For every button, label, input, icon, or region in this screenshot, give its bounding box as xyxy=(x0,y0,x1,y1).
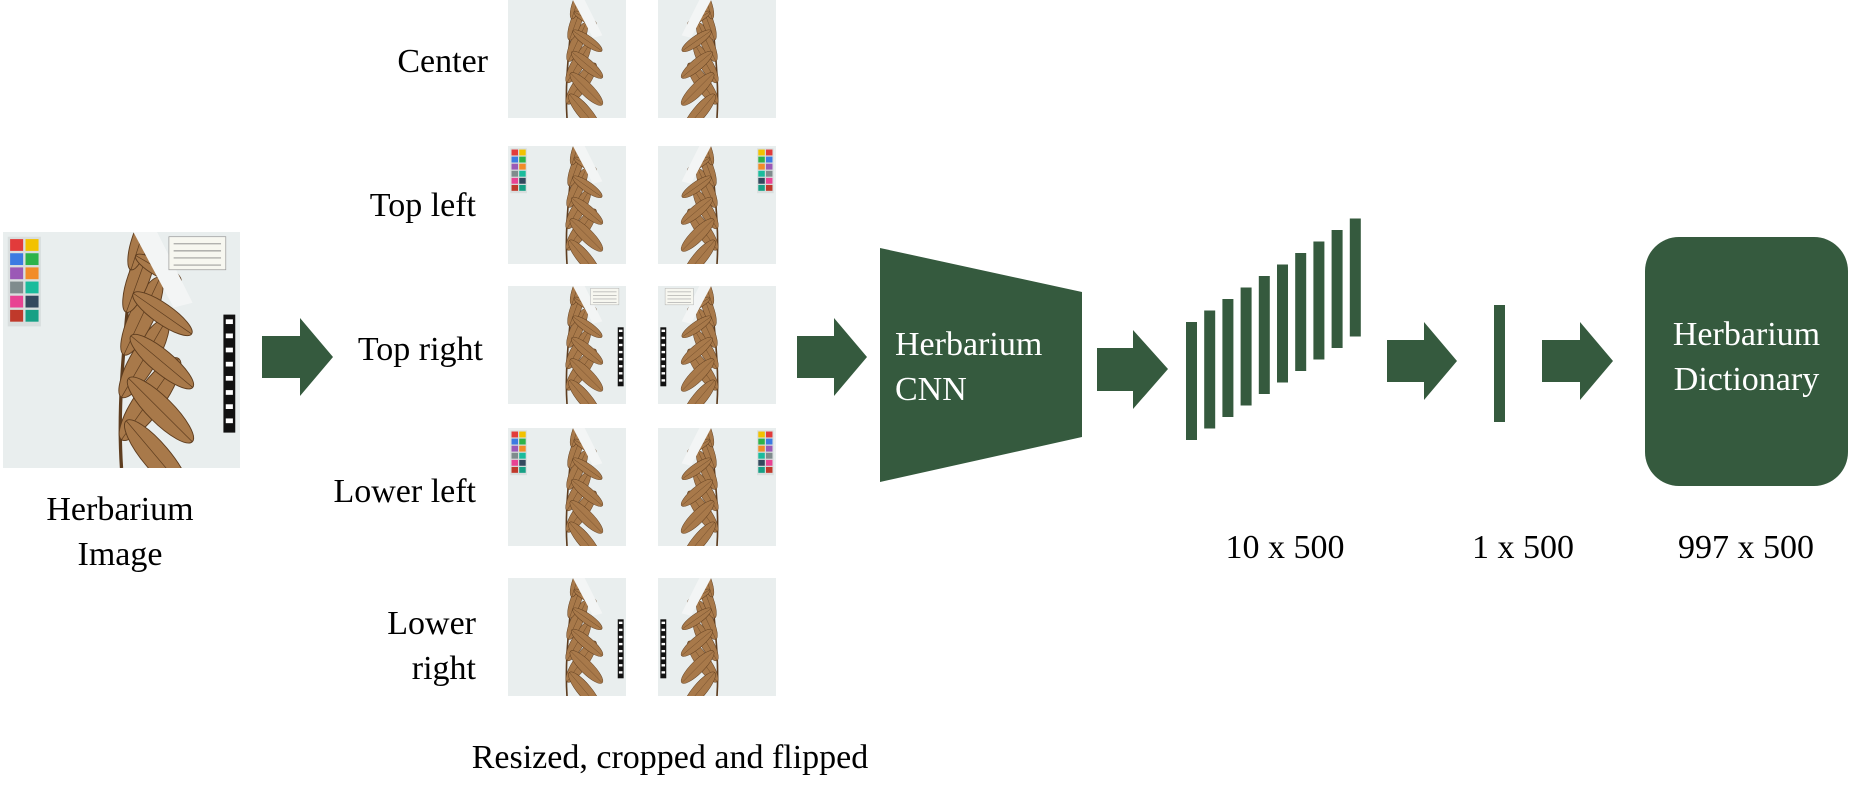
dictionary-label-line1: Herbarium xyxy=(1672,316,1821,353)
crop-top-left xyxy=(508,146,626,264)
feature-bar xyxy=(1313,241,1325,360)
crop-lower-right xyxy=(508,578,626,696)
pooled-feature-bar xyxy=(1494,305,1505,422)
crop-label-top-left: Top left xyxy=(369,187,476,224)
dictionary-label-line2: Dictionary xyxy=(1673,360,1820,398)
input-label-line2: Image xyxy=(77,535,163,573)
feature-bar xyxy=(1331,230,1343,348)
crop-top-right-flipped xyxy=(658,286,776,404)
pooled-feature-dims: 1 x 500 xyxy=(1472,529,1574,566)
input-label: Herbarium Image xyxy=(20,488,220,578)
crop-center xyxy=(508,0,626,118)
feature-bar xyxy=(1222,299,1234,417)
feature-bar xyxy=(1240,287,1252,406)
feature-bar xyxy=(1349,218,1361,337)
arrow-3-icon xyxy=(1097,330,1168,409)
crop-label-top-right: Top right xyxy=(357,331,483,368)
cnn-trapezoid xyxy=(880,248,1082,482)
crop-label-lower-right: Lower right xyxy=(290,602,476,692)
arrow-1-icon xyxy=(262,318,333,396)
crop-lower-left xyxy=(508,428,626,546)
input-label-line1: Herbarium xyxy=(46,491,194,528)
arrow-2-icon xyxy=(797,318,867,396)
feature-stack xyxy=(1186,218,1361,440)
crop-lower-left-flipped xyxy=(658,428,776,546)
arrow-5-icon xyxy=(1542,322,1613,400)
feature-stack-dims: 10 x 500 xyxy=(1225,529,1345,566)
feature-bar xyxy=(1258,276,1270,394)
crop-label-center: Center xyxy=(397,43,488,80)
crop-center-flipped xyxy=(658,0,776,118)
crops-caption: Resized, cropped and flipped xyxy=(471,739,869,776)
dictionary-box xyxy=(1645,237,1848,486)
crop-lower-right-flipped xyxy=(658,578,776,696)
crop-top-left-flipped xyxy=(658,146,776,264)
feature-bar xyxy=(1204,310,1216,429)
cnn-label-line2: CNN xyxy=(895,370,967,408)
crop-label-lower-right-line2: right xyxy=(411,649,476,687)
crop-label-lower-left: Lower left xyxy=(333,473,476,510)
crop-label-lower-right-line1: Lower xyxy=(387,605,476,642)
dictionary-label: Herbarium Dictionary xyxy=(1645,313,1848,403)
cnn-label-line1: Herbarium xyxy=(895,326,1043,363)
crop-top-right xyxy=(508,286,626,404)
feature-bar xyxy=(1277,264,1288,383)
herbarium-image xyxy=(3,232,240,468)
feature-bar xyxy=(1186,322,1197,440)
dictionary-dims: 997 x 500 xyxy=(1678,529,1814,566)
cnn-label: Herbarium CNN xyxy=(895,323,1042,413)
arrow-4-icon xyxy=(1387,322,1457,400)
feature-bar xyxy=(1295,253,1307,371)
